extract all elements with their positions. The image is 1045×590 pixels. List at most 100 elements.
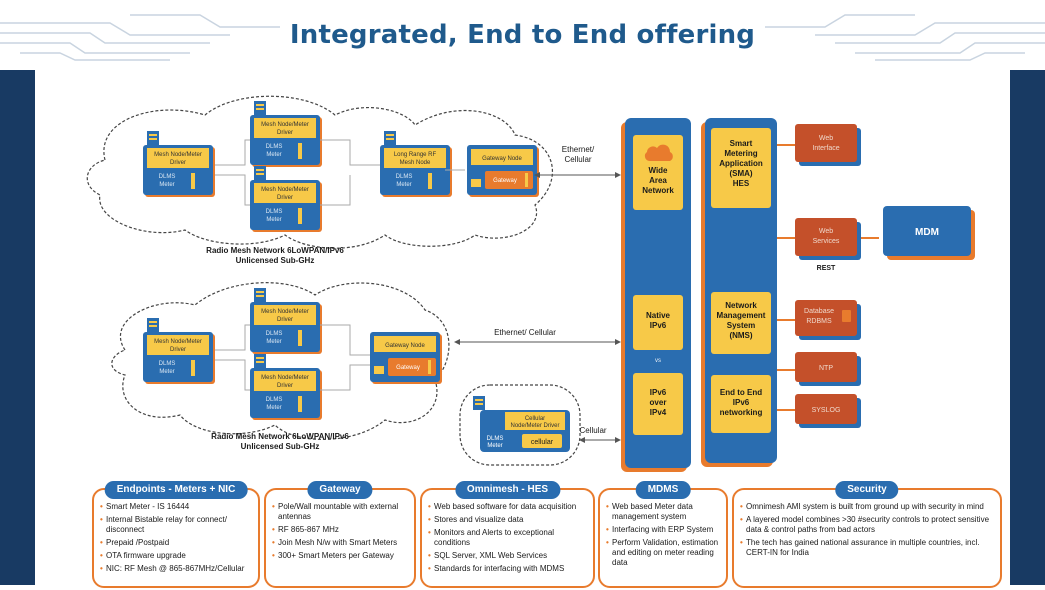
panel-endpoints-item: Prepaid /Postpaid (100, 538, 252, 548)
web-services-1: Web (819, 228, 833, 235)
panel-gateway-list: Pole/Wall mountable with external antenn… (266, 490, 414, 561)
mesh-top-caption-1: Radio Mesh Network 6LoWPAN/IPv6 (206, 246, 344, 255)
node-sub-label: Meter (159, 182, 174, 188)
node-label: Mesh Node/Meter (261, 187, 309, 193)
panel-endpoints-item: OTA firmware upgrade (100, 551, 252, 561)
web-interface-2: Interface (812, 145, 839, 152)
ntp-label: NTP (819, 365, 833, 372)
panel-gateway: Gateway Pole/Wall mountable with externa… (264, 481, 416, 588)
nms-4: (NMS) (729, 331, 752, 340)
node-sub-label: Meter (266, 217, 281, 223)
panel-gateway-item: Join Mesh N/w with Smart Meters (272, 538, 408, 548)
node-label: Mesh Node (400, 160, 431, 166)
panel-omnimesh-item: Web based software for data acquisition (428, 502, 587, 512)
node-label: Driver (170, 160, 186, 166)
nms-2: Management (717, 311, 766, 320)
rest-label: REST (817, 265, 836, 272)
sidebar-left (0, 70, 35, 585)
panel-endpoints-item: NIC: RF Mesh @ 865-867MHz/Cellular (100, 564, 252, 574)
mesh-cloud-bottom (111, 282, 450, 440)
node-sub-label: DLMS (266, 331, 283, 337)
link-label-cellular: Cellular (579, 426, 606, 435)
mdm-label: MDM (915, 227, 939, 238)
panel-mdms-list: Web based Meter data management systemIn… (600, 490, 726, 568)
cellular-dlms-1: DLMS (487, 436, 504, 442)
panel-mdms-item: Web based Meter data management system (606, 502, 720, 522)
panel-gateway-title: Gateway (307, 481, 373, 499)
ipv6-over-1: IPv6 (650, 388, 667, 397)
gateway-sub-label: Gateway (493, 178, 517, 184)
panel-omnimesh: Omnimesh - HES Web based software for da… (420, 481, 595, 588)
node-label: Driver (277, 383, 293, 389)
panel-mdms-item: Perform Validation, estimation and editi… (606, 538, 720, 568)
wan-area: Area (649, 176, 667, 185)
node-sub-label: Meter (159, 369, 174, 375)
gateway-icon (374, 366, 384, 374)
panel-security-list: Omnimesh AMI system is built from ground… (734, 490, 1000, 558)
panel-omnimesh-list: Web based software for data acquisitionS… (422, 490, 593, 574)
cloud-icon (644, 144, 673, 161)
gateway-label: Gateway Node (385, 343, 425, 349)
sma-1: Smart (730, 139, 753, 148)
node-label: Driver (277, 317, 293, 323)
cellular-node-label-2: Node/Meter Driver (510, 423, 559, 429)
link-label-ethernet-mid: Ethernet/ Cellular (494, 328, 556, 337)
nms-3: System (727, 321, 755, 330)
mesh-top-caption-2: Unlicensed Sub-GHz (236, 256, 315, 265)
e2e-2: IPv6 (733, 398, 750, 407)
panel-gateway-item: 300+ Smart Meters per Gateway (272, 551, 408, 561)
circuit-decoration-right (765, 14, 1045, 61)
panel-security: Security Omnimesh AMI system is built fr… (732, 481, 1002, 588)
node-label: Mesh Node/Meter (261, 122, 309, 128)
web-services-2: Services (813, 238, 840, 245)
panel-security-item: Omnimesh AMI system is built from ground… (740, 502, 994, 512)
wan-network: Network (642, 186, 674, 195)
e2e-3: networking (720, 408, 763, 417)
panel-security-item: A layered model combines >30 #security c… (740, 515, 994, 535)
panel-endpoints-item: Smart Meter - IS 16444 (100, 502, 252, 512)
node-sub-label: DLMS (266, 397, 283, 403)
panel-endpoints-item: Internal Bistable relay for connect/ dis… (100, 515, 252, 535)
panel-omnimesh-item: Monitors and Alerts to exceptional condi… (428, 528, 587, 548)
node-label: Mesh Node/Meter (154, 339, 202, 345)
node-sub-label: Meter (266, 339, 281, 345)
database-icon (842, 310, 851, 322)
gateway-icon (471, 179, 481, 187)
panel-security-title: Security (835, 481, 899, 499)
vs-label: vs (655, 358, 661, 364)
panel-omnimesh-item: Standards for interfacing with MDMS (428, 564, 587, 574)
sma-5: HES (733, 179, 750, 188)
panel-gateway-item: Pole/Wall mountable with external antenn… (272, 502, 408, 522)
node-sub-label: Meter (266, 405, 281, 411)
node-label: Driver (277, 130, 293, 136)
node-label: Mesh Node/Meter (261, 309, 309, 315)
database-2: RDBMS (806, 318, 832, 325)
mesh-bottom-caption-2: Unlicensed Sub-GHz (241, 442, 320, 451)
node-label: Mesh Node/Meter (154, 152, 202, 158)
node-label: Driver (170, 347, 186, 353)
panel-omnimesh-item: Stores and visualize data (428, 515, 587, 525)
circuit-decoration-left (0, 14, 280, 61)
panel-endpoints: Endpoints - Meters + NIC Smart Meter - I… (92, 481, 260, 588)
mesh-top-links (215, 139, 465, 206)
cellular-module-label: cellular (531, 439, 554, 446)
node-sub-label: DLMS (266, 144, 283, 150)
link-label-ethernet-2: Cellular (564, 155, 591, 164)
cellular-node: Cellular Node/Meter Driver DLMS Meter ce… (473, 396, 570, 452)
node-sub-label: DLMS (159, 174, 176, 180)
sma-column: Smart Metering Application (SMA) HES Net… (701, 118, 777, 467)
database-1: Database (804, 308, 834, 315)
node-label: Long Range RF (394, 152, 437, 158)
mesh-cloud-top (86, 95, 553, 249)
